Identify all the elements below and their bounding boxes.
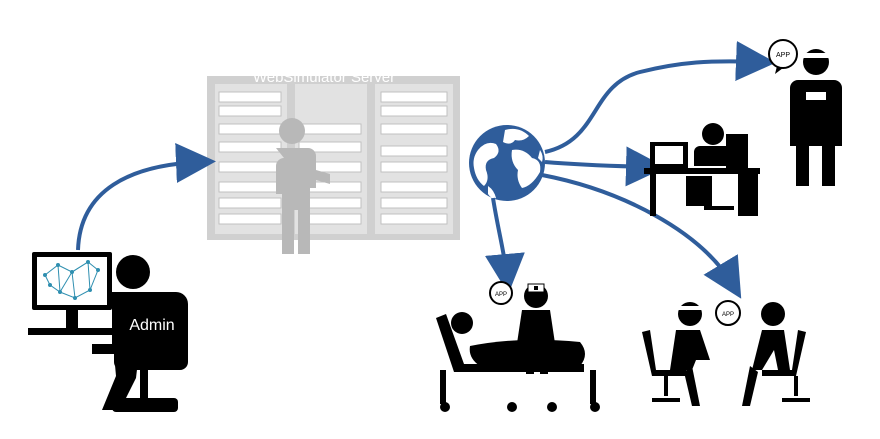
hospital-bed-icon	[436, 312, 600, 412]
arrows	[76, 41, 776, 299]
office-desk-icon	[644, 123, 760, 216]
doctor-phone-icon: APP	[768, 39, 842, 186]
arrow-globe-to-nurse	[484, 197, 525, 294]
doctor-app-badge: APP	[776, 52, 790, 59]
consultation-icon: APP	[642, 300, 810, 406]
consult-app-badge: APP	[722, 312, 734, 318]
admin-computer-icon	[28, 252, 188, 412]
server-title: WebSimulator Server	[253, 69, 395, 86]
nurse-icon: APP	[489, 281, 556, 374]
admin-label: Admin	[129, 317, 174, 334]
server-rack-icon	[207, 76, 460, 254]
arrow-admin-to-server	[76, 143, 216, 251]
globe-icon	[469, 125, 545, 201]
arrow-globe-to-doctor	[544, 41, 776, 154]
nurse-app-badge: APP	[495, 292, 507, 298]
arrow-globe-to-office	[544, 146, 666, 187]
